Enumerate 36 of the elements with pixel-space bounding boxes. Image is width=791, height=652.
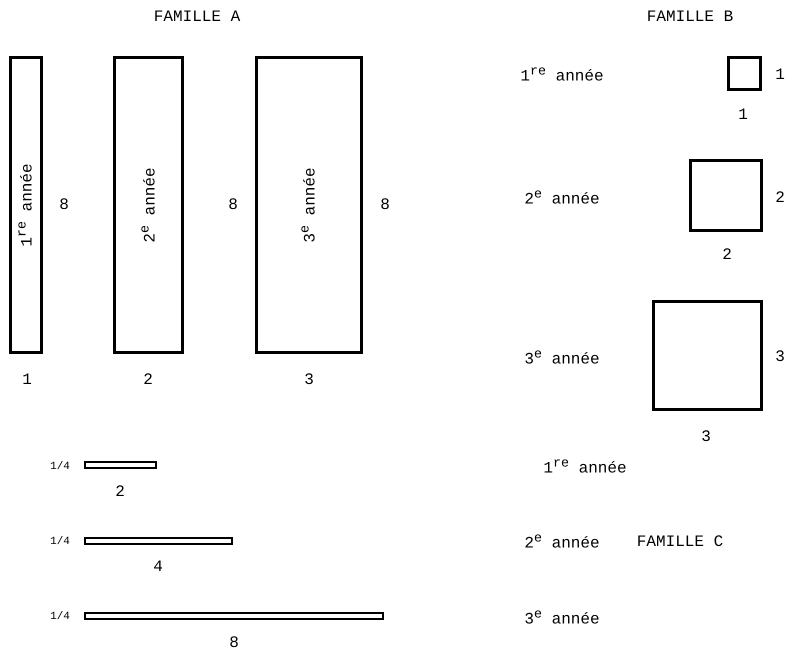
- heading: FAMILLE B: [646, 8, 734, 26]
- dimension: 2: [722, 246, 732, 264]
- rectangle: [255, 56, 363, 354]
- fraction: 1/4: [50, 536, 70, 548]
- dimension: 3: [701, 428, 711, 446]
- dimension: 1: [738, 106, 748, 124]
- square-shape: [689, 159, 763, 232]
- square-shape: [727, 56, 762, 91]
- dimension: 1: [775, 66, 785, 84]
- dimension: 3: [775, 348, 785, 366]
- square-shape: [652, 300, 763, 411]
- heading: FAMILLE C: [636, 533, 724, 551]
- dimension: 2: [775, 189, 785, 207]
- bar-shape: [84, 461, 157, 469]
- row-label: 2$^{e}$ année: [524, 187, 600, 209]
- fraction: 1/4: [50, 611, 70, 623]
- row-label: 2$^{e}$ année: [524, 531, 600, 553]
- dimension: 2: [115, 483, 125, 501]
- row-label: 1$^{re}$ année: [543, 456, 627, 478]
- bar-shape: [84, 612, 384, 620]
- dimension: 8: [380, 196, 390, 214]
- dimension: 8: [59, 196, 69, 214]
- dimension: 3: [304, 371, 314, 389]
- row-label: 3$^{e}$ année: [524, 607, 600, 629]
- row-label: 3$^{e}$ année: [524, 347, 600, 369]
- dimension: 8: [229, 634, 239, 652]
- rectangle: [9, 56, 43, 354]
- heading: FAMILLE A: [154, 8, 240, 26]
- fraction: 1/4: [50, 461, 70, 473]
- dimension: 8: [228, 196, 238, 214]
- rectangle: [113, 56, 184, 354]
- dimension: 4: [153, 558, 163, 576]
- dimension: 1: [22, 371, 32, 389]
- dimension: 2: [143, 371, 153, 389]
- row-label: 1$^{re}$ année: [520, 64, 604, 86]
- bar-shape: [84, 537, 233, 545]
